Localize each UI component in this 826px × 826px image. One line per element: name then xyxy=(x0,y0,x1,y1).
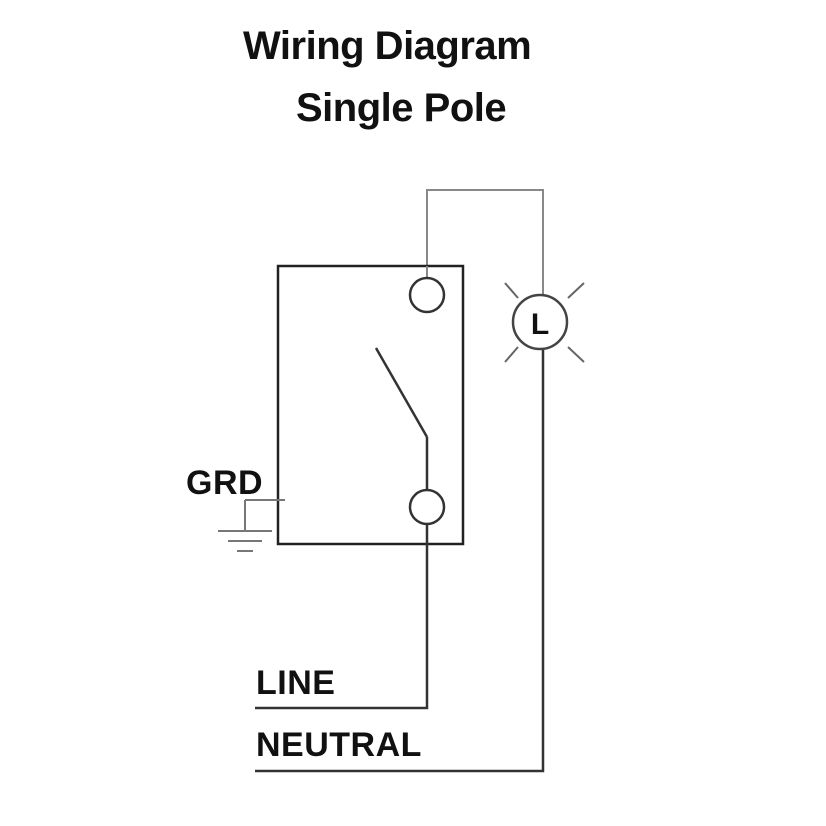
lamp-ray xyxy=(567,346,585,363)
lamp-label: L xyxy=(531,308,549,341)
line-label: LINE xyxy=(256,664,336,702)
line-wire xyxy=(255,524,429,710)
lamp-ray xyxy=(504,346,519,363)
switch-lever xyxy=(374,347,429,438)
lamp-ray xyxy=(504,282,519,299)
lamp-ray xyxy=(567,282,585,299)
lamp-icon xyxy=(511,293,569,351)
neutral-label: NEUTRAL xyxy=(256,726,422,764)
diagram-subtitle: Single Pole xyxy=(296,86,507,130)
ground-label: GRD xyxy=(186,464,264,502)
lower-terminal xyxy=(408,488,446,526)
upper-terminal xyxy=(408,276,446,314)
neutral-wire xyxy=(255,348,545,773)
diagram-title: Wiring Diagram xyxy=(243,24,532,68)
